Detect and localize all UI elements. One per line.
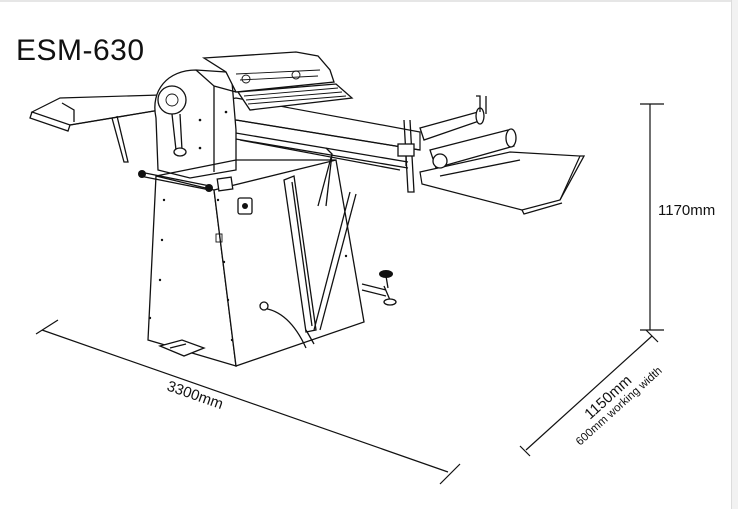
power-switch [237, 197, 253, 215]
right-roller-bottom [429, 128, 517, 169]
height-label: 1170mm [658, 202, 715, 219]
left-conveyor-table [29, 94, 174, 132]
adjustment-foot [361, 270, 397, 306]
right-roller-top [419, 95, 487, 141]
left-support-arm [111, 115, 129, 163]
model-title: ESM-630 [16, 34, 145, 67]
pedal-bar [138, 170, 213, 192]
right-conveyor-table [419, 151, 586, 215]
right-edge-strip [731, 0, 738, 509]
dimension-depth: 1150mm 600mm working width [519, 329, 665, 457]
right-support-arm [397, 119, 415, 193]
top-border [0, 0, 738, 2]
roller-head [154, 51, 354, 179]
lift-arm [283, 147, 357, 345]
frame-rail [205, 127, 409, 171]
power-cord [259, 301, 307, 349]
dimension-height: 1170mm [640, 103, 715, 331]
foot-pedal [158, 339, 206, 357]
